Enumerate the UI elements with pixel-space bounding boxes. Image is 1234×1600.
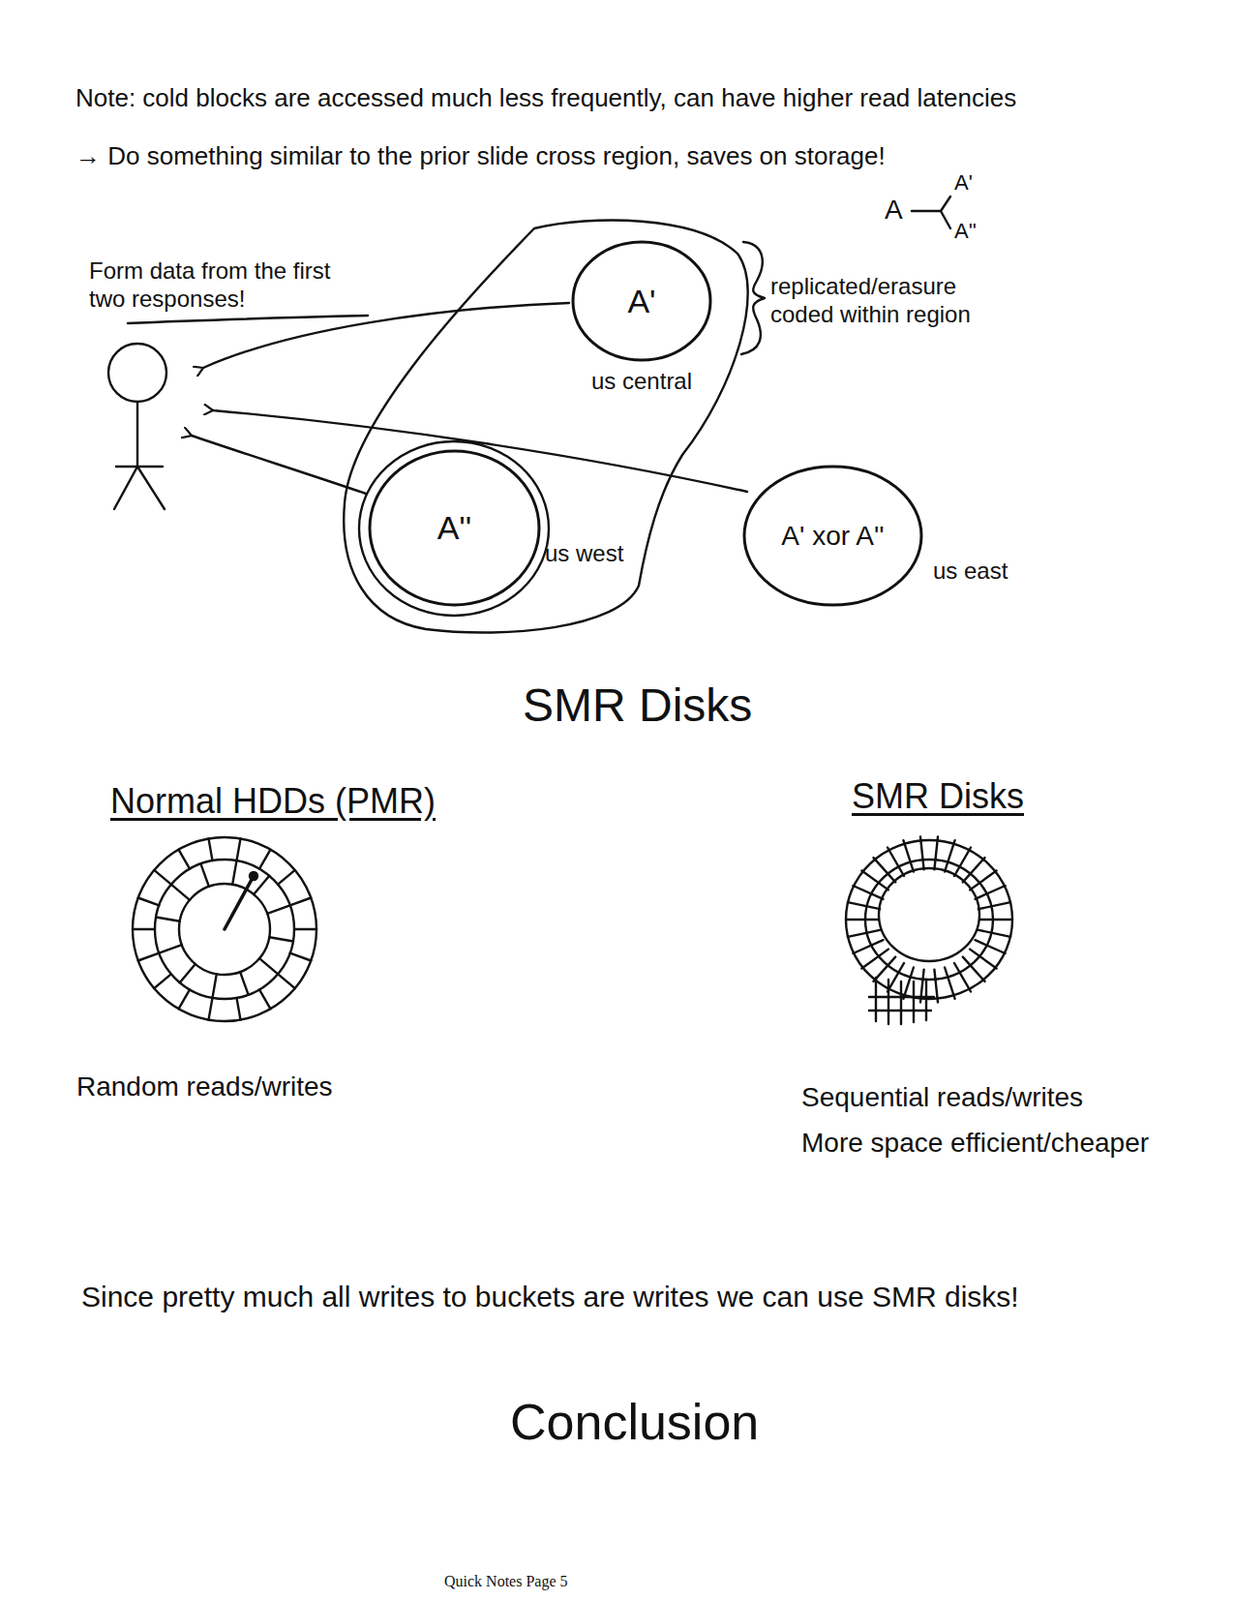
annotation: replicated/erasure coded within region <box>770 272 1003 330</box>
response-arrow <box>203 302 570 368</box>
pmr-disk <box>132 837 317 1022</box>
property-text: Sequential reads/writes <box>801 1081 1084 1114</box>
block-name: A <box>884 193 903 227</box>
branch-mark <box>911 196 951 229</box>
note-text: → Do something similar to the prior slid… <box>75 141 886 172</box>
page-footer: Quick Notes Page 5 <box>444 1571 569 1591</box>
region-circle: A''us west <box>367 449 542 607</box>
block-name: A'' <box>954 218 977 244</box>
smr-disk <box>845 837 1013 1025</box>
section-heading: Conclusion <box>510 1391 759 1452</box>
region-name: us central <box>591 367 693 396</box>
annotation: Form data from the first two responses! <box>89 257 332 314</box>
node-label: A' xor A'' <box>781 520 884 552</box>
block-name: A' <box>954 170 973 196</box>
node-label: A' <box>627 282 656 321</box>
node-label: A'' <box>437 509 473 547</box>
node-body: A' <box>571 240 713 362</box>
region-circle: A' xor A''us east <box>742 464 924 607</box>
node-body: A' xor A'' <box>742 464 924 607</box>
underline <box>127 315 368 324</box>
region-loop <box>343 220 748 633</box>
person-body <box>114 401 165 510</box>
note-text: Note: cold blocks are accessed much less… <box>75 83 1017 114</box>
summary-text: Since pretty much all writes to buckets … <box>81 1279 1020 1315</box>
response-arrow <box>212 410 748 492</box>
region-ring <box>359 441 549 616</box>
bracket <box>741 241 765 355</box>
region-name: us east <box>933 557 1008 586</box>
node-body: A'' <box>367 449 542 607</box>
section-heading: SMR Disks <box>522 677 753 734</box>
column-heading: Normal HDDs (PMR) <box>110 780 436 822</box>
region-name: us west <box>544 540 624 569</box>
region-circle: A'us central <box>571 240 713 362</box>
property-text: More space efficient/cheaper <box>801 1126 1149 1160</box>
column-heading: SMR Disks <box>851 775 1024 817</box>
property-text: Random reads/writes <box>76 1070 333 1104</box>
person-head <box>108 343 167 402</box>
response-arrow <box>191 435 366 494</box>
